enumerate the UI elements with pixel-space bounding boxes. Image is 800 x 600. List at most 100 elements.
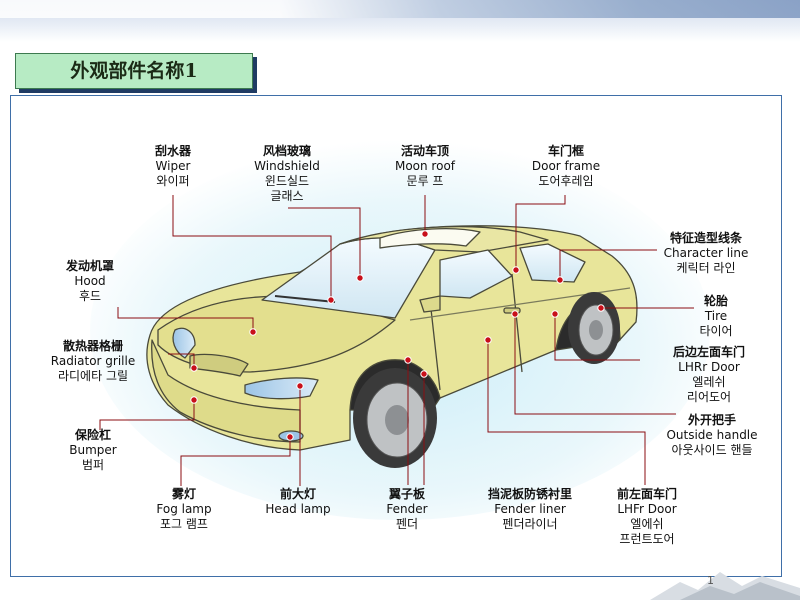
- door-seam-rear: [511, 273, 523, 373]
- car-illustration: [146, 225, 638, 451]
- label-fender-liner-en: Fender liner: [494, 502, 566, 516]
- label-door-frame-cn: 车门框: [547, 144, 585, 158]
- label-windshield: 风档玻璃 Windshield 윈드실드 글래스: [254, 144, 320, 204]
- label-tire-en: Tire: [704, 309, 728, 323]
- label-head-lamp: 前大灯 Head lamp: [265, 487, 330, 517]
- dot-outside-handle: [511, 310, 519, 318]
- label-outside-handle-ko: 아웃사이드 핸들: [671, 443, 753, 457]
- label-bumper-en: Bumper: [69, 443, 117, 457]
- label-windshield-en: Windshield: [254, 159, 320, 173]
- label-moon-roof: 活动车顶 Moon roof 문루 프: [395, 144, 455, 189]
- diagram-frame: [10, 95, 782, 577]
- leader-fog-lamp: [180, 437, 291, 486]
- slide-title-box: 外观部件名称1: [15, 53, 253, 89]
- dot-moon-roof: [421, 230, 429, 238]
- leader-lhfr-door: [487, 340, 646, 485]
- dot-wiper: [327, 296, 335, 304]
- label-fog-lamp-ko: 포그 램프: [160, 517, 208, 531]
- label-lhrr-door-ko: 엘레쉬: [692, 375, 726, 389]
- door-seam-front: [429, 299, 441, 391]
- label-fender: 翼子板 Fender 펜더: [386, 487, 427, 532]
- label-bumper: 保险杠 Bumper 범퍼: [69, 428, 116, 473]
- label-fog-lamp-en: Fog lamp: [156, 502, 212, 516]
- label-outside-handle-cn: 外开把手: [687, 413, 736, 427]
- rear-wheel: [568, 292, 620, 364]
- label-lhrr-door-en: LHRr Door: [678, 360, 740, 374]
- label-moon-roof-cn: 活动车顶: [400, 144, 450, 158]
- label-outside-handle-en: Outside handle: [666, 428, 758, 442]
- label-fender-en: Fender: [386, 502, 428, 516]
- moon-roof-panel: [379, 227, 481, 249]
- label-wiper-ko: 와이퍼: [156, 174, 190, 188]
- leader-hood: [117, 307, 254, 332]
- dot-lhrr-door: [551, 310, 559, 318]
- label-fender-liner-cn: 挡泥板防锈衬里: [487, 487, 573, 501]
- label-hood-en: Hood: [74, 274, 106, 288]
- front-side-window: [439, 249, 513, 299]
- leader-wiper: [172, 195, 332, 300]
- dot-windshield: [356, 274, 364, 282]
- rear-side-window: [519, 243, 586, 283]
- front-wheel: [353, 368, 437, 468]
- pointer-dots: [190, 230, 605, 441]
- label-radiator-grille-ko: 라디에타 그릴: [57, 369, 129, 383]
- dot-tire: [597, 304, 605, 312]
- label-bumper-cn: 保险杠: [74, 428, 111, 442]
- label-lhrr-door: 后边左面车门 LHRr Door 엘레쉬 리어도어: [673, 345, 745, 405]
- label-character-line-en: Character line: [663, 246, 749, 260]
- label-fender-ko: 펜더: [395, 517, 419, 531]
- label-tire-cn: 轮胎: [703, 294, 728, 308]
- dot-grille: [190, 364, 198, 372]
- leader-character-line: [559, 249, 657, 280]
- leader-door-frame: [515, 195, 566, 270]
- leader-bumper: [99, 400, 195, 430]
- label-radiator-grille: 散热器格栅 Radiator grille 라디에타 그릴: [51, 339, 135, 384]
- label-fog-lamp-cn: 雾灯: [171, 487, 196, 501]
- label-bumper-ko: 범퍼: [81, 458, 105, 472]
- leader-lhrr-door: [554, 314, 640, 361]
- label-windshield-ko2: 글래스: [270, 189, 304, 203]
- label-wiper-cn: 刮水器: [154, 144, 192, 158]
- label-tire: 轮胎 Tire 타이어: [699, 294, 732, 339]
- side-mirror: [419, 295, 441, 313]
- header-accent-band: [0, 0, 800, 18]
- label-windshield-cn: 风档玻璃: [262, 144, 311, 158]
- label-door-frame: 车门框 Door frame 도어후레임: [532, 144, 600, 189]
- label-door-frame-ko: 도어후레임: [538, 174, 594, 188]
- label-lhfr-door-en: LHFr Door: [617, 502, 677, 516]
- label-lhfr-door: 前左面车门 LHFr Door 엘에쉬 프런트도어: [617, 487, 677, 547]
- dot-character-line: [556, 276, 564, 284]
- dot-head-lamp: [296, 382, 304, 390]
- label-door-frame-en: Door frame: [531, 159, 601, 173]
- label-hood-cn: 发动机罩: [65, 259, 115, 273]
- grille-shape: [189, 353, 249, 377]
- dot-bumper: [190, 396, 198, 404]
- label-lhrr-door-ko2: 리어도어: [686, 390, 732, 404]
- left-lamp-shape: [172, 327, 196, 359]
- label-fender-liner-ko: 펜더라이너: [502, 517, 558, 531]
- label-radiator-grille-cn: 散热器格栅: [62, 339, 123, 353]
- label-character-line: 特征造型线条 Character line 케릭터 라인: [664, 231, 749, 276]
- label-fog-lamp: 雾灯 Fog lamp 포그 램프: [156, 487, 211, 532]
- label-radiator-grille-en: Radiator grille: [50, 354, 136, 368]
- leader-outside-handle: [514, 314, 676, 415]
- dot-door-frame: [512, 266, 520, 274]
- label-outside-handle: 外开把手 Outside handle 아웃사이드 핸들: [666, 413, 757, 458]
- label-lhfr-door-ko2: 프런트도어: [619, 532, 675, 546]
- label-tire-ko: 타이어: [699, 324, 733, 338]
- footer-mountain-decoration: [650, 572, 800, 600]
- label-hood-ko: 후드: [78, 289, 102, 303]
- dot-fender-liner: [420, 370, 428, 378]
- label-head-lamp-en: Head lamp: [265, 502, 331, 516]
- label-lhfr-door-cn: 前左面车门: [616, 487, 678, 501]
- label-hood: 发动机罩 Hood 후드: [66, 259, 114, 304]
- label-wiper: 刮水器 Wiper 와이퍼: [155, 144, 191, 189]
- slide-title: 外观部件名称1: [70, 60, 198, 82]
- label-windshield-ko: 윈드실드: [264, 174, 310, 188]
- dot-fender: [404, 356, 412, 364]
- dot-hood: [249, 328, 257, 336]
- label-fender-liner: 挡泥板防锈衬里 Fender liner 펜더라이너: [488, 487, 572, 532]
- leader-grille: [168, 353, 195, 368]
- label-lhrr-door-cn: 后边左面车门: [672, 345, 746, 359]
